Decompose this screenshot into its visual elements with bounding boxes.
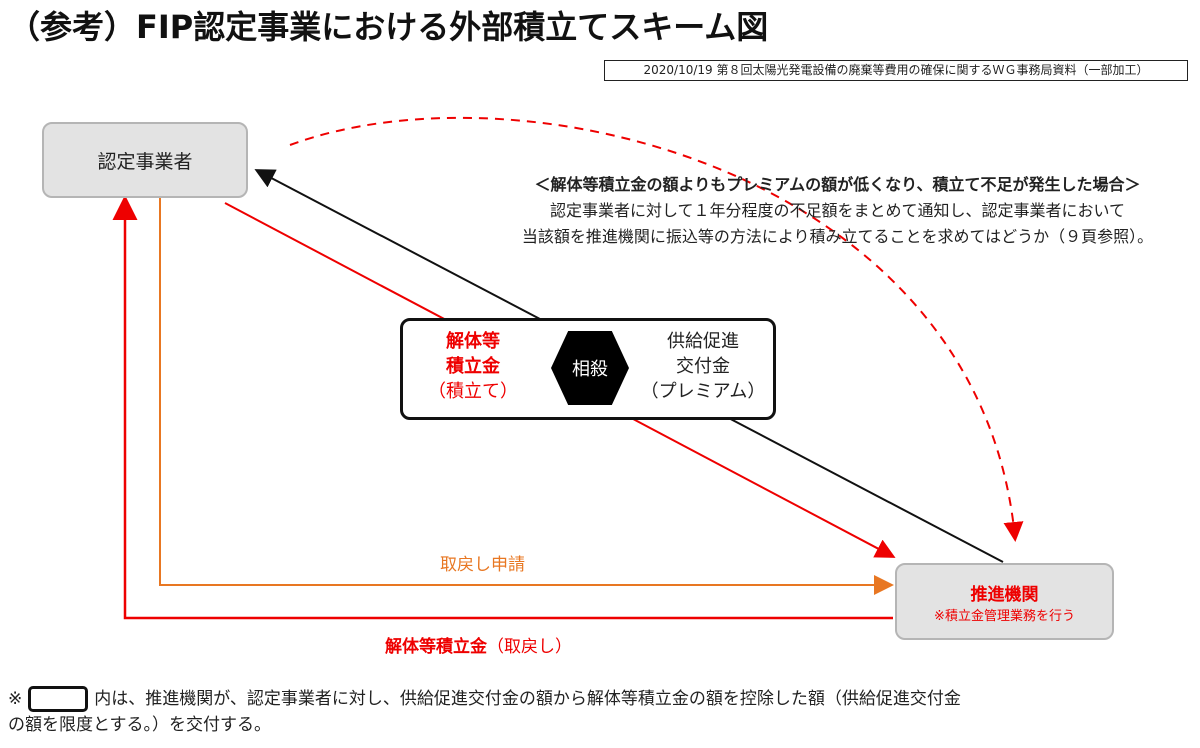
offset-label: 相殺 [572,359,608,380]
agency-label: 推進機関 [970,584,1039,605]
offset-box: 解体等 積立金 （積立て） 相殺 供給促進 交付金 （プレミアム） [400,318,776,420]
shortfall-dashed-arrow [289,116,1024,542]
refund-arrow [112,195,893,620]
shortfall-line-1: 認定事業者に対して１年分程度の不足額をまとめて通知し、認定事業者において [549,201,1126,220]
shortfall-note: ＜解体等積立金の額よりもプレミアムの額が低くなり、積立て不足が発生した場合＞ 認… [480,172,1195,250]
shortfall-heading: ＜解体等積立金の額よりもプレミアムの額が低くなり、積立て不足が発生した場合＞ [534,175,1141,194]
source-citation: 2020/10/19 第８回太陽光発電設備の廃棄等費用の確保に関するＷＧ事務局資… [604,60,1188,81]
footnote-text-2: の額を限度とする。）を交付する。 [8,715,271,735]
reserve-label-2: 積立金 [446,356,500,377]
page-title: （参考）FIP認定事業における外部積立てスキーム図 [8,8,769,46]
reserve-label-1: 解体等 [446,331,500,352]
offset-hexagon: 相殺 [551,331,629,405]
refund-request-arrow [159,196,894,595]
operator-box: 認定事業者 [42,122,248,198]
agency-note: ※積立金管理業務を行う [934,608,1075,624]
shortfall-line-2: 当該額を推進機関に振込等の方法により積み立てることを求めてはどうか（９頁参照）。 [521,227,1154,246]
footnote-mark: ※ [8,689,23,709]
reserve-label-3: （積立て） [428,381,518,402]
box-legend-icon [28,686,89,712]
refund-request-label: 取戻し申請 [440,555,525,575]
operator-label: 認定事業者 [97,150,193,173]
refund-label-suffix: （取戻し） [487,637,572,657]
footnote-text-1: 内は、推進機関が、認定事業者に対し、供給促進交付金の額から解体等積立金の額を控除… [94,689,961,709]
premium-label-3: （プレミアム） [640,381,766,402]
premium-label-1: 供給促進 [667,331,739,352]
refund-label: 解体等積立金 [385,637,487,657]
refund-label-wrap: 解体等積立金（取戻し） [385,632,572,657]
agency-box: 推進機関 ※積立金管理業務を行う [895,563,1114,640]
premium-label-2: 交付金 [676,356,730,377]
footnote: ※ 内は、推進機関が、認定事業者に対し、供給促進交付金の額から解体等積立金の額を控… [8,686,1193,738]
